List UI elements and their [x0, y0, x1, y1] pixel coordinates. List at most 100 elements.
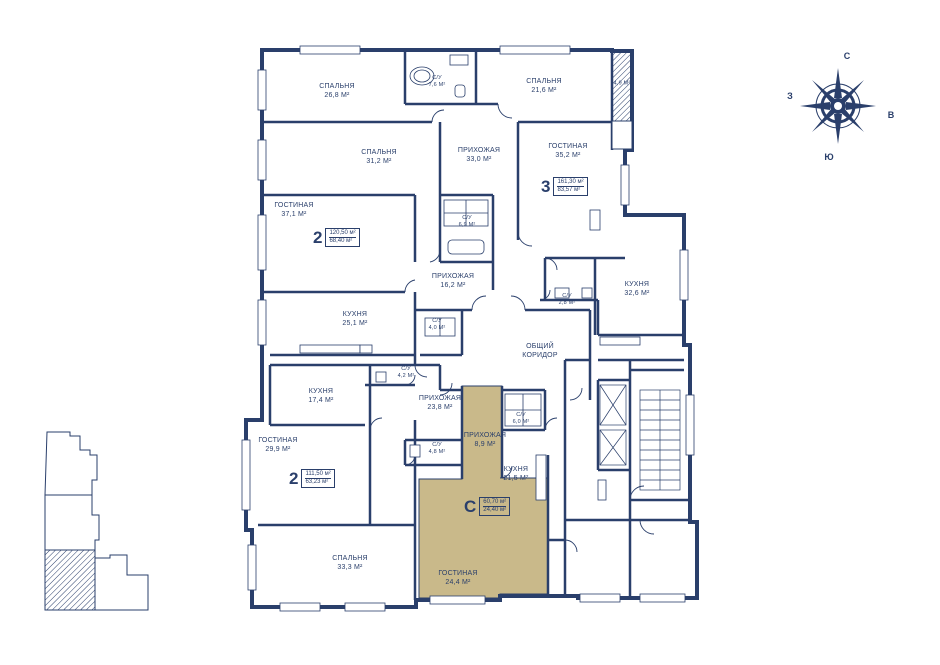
room-area: 37,1 м²: [281, 211, 307, 218]
room-area: 25,1 м²: [342, 320, 368, 327]
room-wc5: С/У4,2 м²: [398, 366, 415, 380]
balcony: [611, 50, 633, 150]
room-area: 6,9 м²: [458, 222, 476, 228]
room-kit2: Кухня 25,1 м²: [342, 310, 367, 328]
windows: [241, 45, 695, 612]
room-name: С/У: [432, 75, 442, 81]
apartment-total-area: 161,30 м²: [557, 179, 584, 187]
apartment-living-area: 68,40 м²: [329, 238, 353, 244]
room-area: 21,5 м²: [503, 475, 529, 482]
room-name: Прихожая: [463, 432, 507, 439]
compass-west: З: [787, 91, 793, 101]
room-bed1: Спальня 26,8 м²: [319, 82, 355, 100]
room-name: Спальня: [361, 149, 397, 156]
apartment-code: 2: [313, 228, 323, 247]
room-kit3: Кухня 17,4 м²: [308, 387, 333, 405]
room-area: 23,8 м²: [427, 404, 453, 411]
room-wc4: С/У4,0 м²: [429, 318, 446, 332]
apartment-total-area: 111,50 м²: [305, 471, 331, 479]
room-name: С/У: [401, 366, 411, 372]
room-name: Гостиная: [548, 143, 588, 150]
room-name: Прихожая: [457, 147, 501, 154]
room-area: 26,8 м²: [324, 92, 350, 99]
room-name: С/У: [432, 318, 442, 324]
room-liv3: Гостиная29,9 м²: [258, 436, 297, 454]
room-bed2: Спальня 21,6 м²: [526, 77, 562, 95]
apartment-total-area: 60,70 м²: [483, 499, 507, 507]
room-name: Спальня: [332, 555, 368, 562]
compass-north: С: [843, 51, 851, 61]
room-name: С/У: [562, 293, 572, 299]
room-name: Гостиная: [438, 570, 478, 577]
room-liv4: Гостиная24,4 м²: [438, 569, 477, 587]
room-area: 7,6 м²: [428, 82, 446, 88]
room-corridor: Общий коридор: [520, 342, 560, 360]
room-name: Общий коридор: [522, 343, 558, 359]
room-hall2: Прихожая 16,2 м²: [432, 272, 474, 290]
room-hall1: Прихожая 33,0 м²: [458, 146, 500, 164]
interior-walls: [258, 50, 690, 600]
apartment-code: 2: [289, 469, 299, 488]
room-area: 32,6 м²: [624, 290, 650, 297]
room-wc2: С/У6,9 м²: [459, 215, 476, 229]
apartment-living-area: 24,40 м²: [483, 507, 507, 513]
room-area: 4,2 м²: [397, 373, 415, 379]
room-name: С/У: [432, 442, 442, 448]
room-wc6: С/У6,0 м²: [513, 412, 530, 426]
room-name: Прихожая: [431, 273, 475, 280]
room-area: 29,9 м²: [265, 446, 291, 453]
room-area: 4,0 м²: [428, 325, 446, 331]
apartment-code: 3: [541, 177, 551, 196]
apartment-living-area: 63,23 м²: [305, 479, 329, 485]
room-wc1: С/У7,6 м²: [429, 75, 446, 89]
room-area: 31,2 м²: [366, 158, 392, 165]
room-area: 17,4 м²: [308, 397, 334, 404]
outer-walls: [244, 48, 699, 609]
fixtures: [375, 54, 593, 458]
room-area: 16,2 м²: [440, 282, 466, 289]
room-area: 21,6 м²: [531, 87, 557, 94]
room-name: Спальня: [319, 83, 355, 90]
room-wc3: С/У2,8 м²: [559, 293, 576, 307]
room-name: С/У: [462, 215, 472, 221]
room-balcony: 4,9 м²: [614, 81, 631, 88]
room-kit4: Кухня 21,5 м²: [503, 465, 528, 483]
key-plan: [44, 431, 149, 611]
compass-icon: [800, 68, 876, 144]
room-hall3: Прихожая 23,8 м²: [419, 394, 461, 412]
room-liv1: Гостиная 35,2 м²: [548, 142, 587, 160]
doors: [369, 103, 655, 553]
room-area: 33,0 м²: [466, 156, 492, 163]
room-liv2: Гостиная37,1 м²: [274, 201, 313, 219]
room-area: 35,2 м²: [555, 152, 581, 159]
room-name: Кухня: [308, 388, 334, 395]
room-kit1: Кухня32,6 м²: [624, 280, 649, 298]
room-name: Кухня: [503, 466, 529, 473]
room-name: Кухня: [342, 311, 368, 318]
room-area: 4,9 м²: [613, 80, 631, 87]
compass-east: В: [887, 110, 895, 120]
compass-south: Ю: [824, 152, 834, 162]
stairwell: [599, 384, 681, 491]
room-bed4: Спальня33,3 м²: [332, 554, 368, 572]
room-area: 2,8 м²: [558, 300, 576, 306]
apartment-total-area: 120,50 м²: [329, 230, 356, 238]
room-name: Прихожая: [418, 395, 462, 402]
room-hall4: Прихожая 8,9 м²: [464, 431, 506, 449]
room-name: Спальня: [526, 78, 562, 85]
room-area: 8,9 м²: [474, 441, 496, 448]
room-area: 4,8 м²: [428, 449, 446, 455]
apartment-living-area: 83,57 м²: [557, 187, 581, 193]
room-bed3: Спальня 31,2 м²: [361, 148, 397, 166]
apartment-code: С: [464, 497, 477, 516]
room-name: С/У: [516, 412, 526, 418]
